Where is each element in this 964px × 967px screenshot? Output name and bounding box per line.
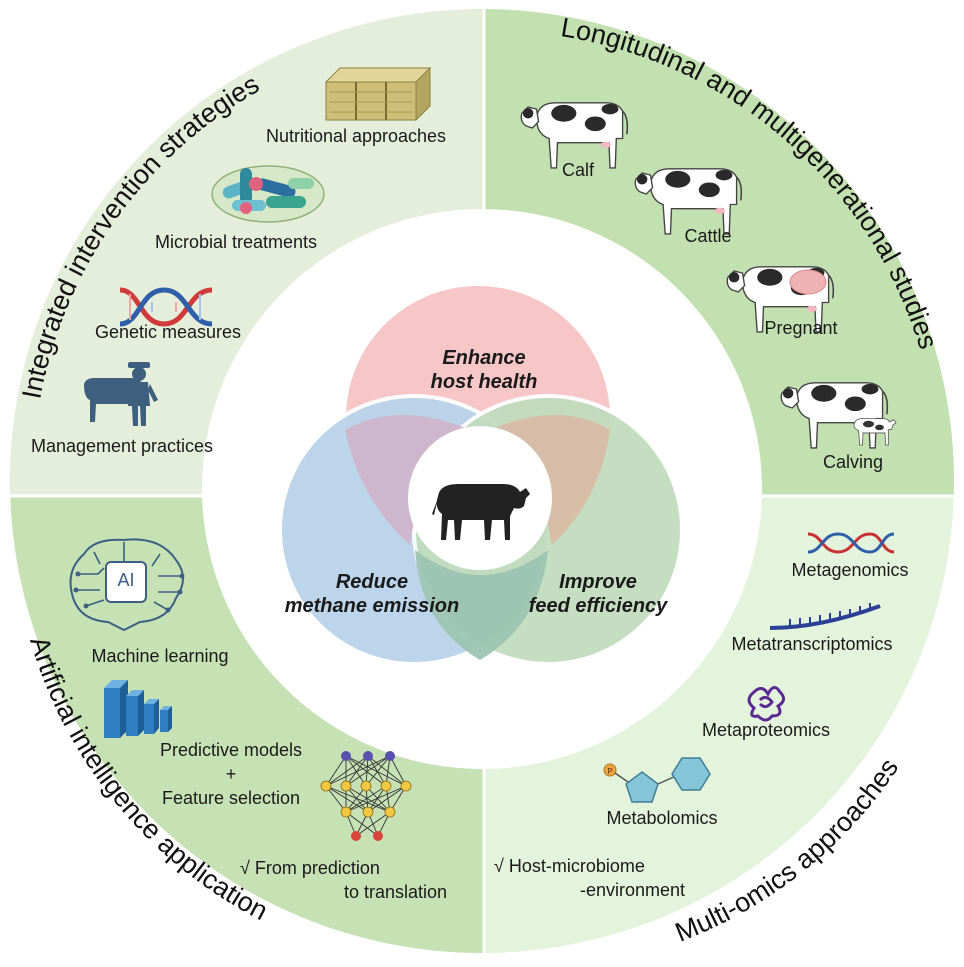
bars-3d-icon [104,680,172,738]
label-metagenomics: Metagenomics [791,560,909,580]
ai-badge-text: AI [117,570,134,590]
brain-ai-icon [69,538,185,632]
bacteria-icon [211,165,325,223]
label-plus: + [225,764,237,784]
farmer-cow-icon [84,362,158,426]
venn-methane-line2: methane emission [284,595,460,617]
venn-label-methane: Reduce methane emission [285,570,460,618]
note-host-line1: √ Host-microbiome [494,856,645,876]
label-predictive-models: Predictive models [159,740,303,760]
overlap-methane-feed [415,550,548,660]
cow-icon [780,382,889,449]
note-prediction-line2: to translation [344,882,448,902]
p-badge-text: P [607,767,612,776]
label-microbial-treatments: Microbial treatments [154,232,318,252]
cow-silhouette-icon [432,484,530,540]
venn-label-feed: Improve feed efficiency [529,570,668,618]
neural-network-icon [320,751,412,841]
metabolite-icon [603,757,711,803]
label-metabolomics: Metabolomics [606,808,718,828]
label-calf: Calf [561,160,595,180]
label-genetic-measures: Genetic measures [94,322,242,342]
note-prediction-line1: √ From prediction [240,858,380,878]
label-metatranscriptomics: Metatranscriptomics [731,634,893,654]
dna-icon [119,287,213,327]
venn-feed-line1: Improve [559,571,637,593]
venn-health-line1: Enhance [442,347,526,369]
label-calving: Calving [822,452,884,472]
label-management-practices: Management practices [30,436,214,456]
cow-icon [634,168,743,235]
calf-icon [853,418,897,446]
venn-feed-line2: feed efficiency [528,595,668,617]
venn-methane-line1: Reduce [335,571,409,593]
venn-label-health: Enhance host health [431,346,538,394]
rna-icon [769,603,881,630]
protein-icon [747,686,785,722]
dna-icon [807,532,895,554]
label-feature-selection: Feature selection [161,788,301,808]
label-pregnant: Pregnant [764,318,838,338]
label-nutritional-approaches: Nutritional approaches [265,126,447,146]
label-machine-learning: Machine learning [91,646,229,666]
label-metaproteomics: Metaproteomics [701,720,831,740]
pregnant-indicator [789,269,827,295]
label-cattle: Cattle [684,226,732,246]
venn-diagram [278,282,684,666]
hay-bale-icon [324,66,432,122]
cow-icon [520,102,629,169]
note-host-line2: -environment [580,880,686,900]
venn-health-line2: host health [430,371,538,393]
